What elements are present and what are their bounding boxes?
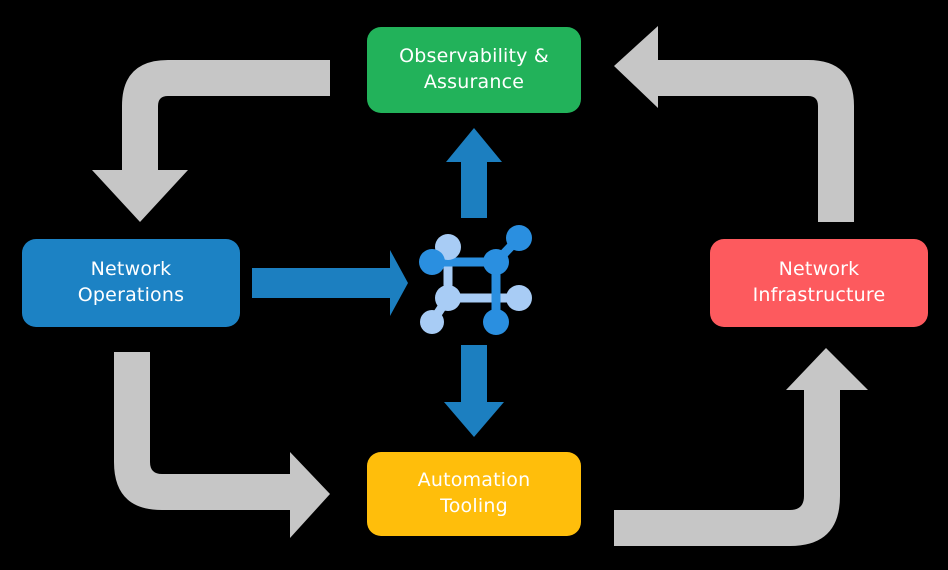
- icon-node-dark-top-right: [506, 225, 532, 251]
- icon-node-dark-hub: [483, 249, 509, 275]
- node-automation-tooling[interactable]: Automation Tooling: [367, 452, 581, 536]
- node-network-infrastructure-label: Network Infrastructure: [752, 258, 886, 306]
- network-icon-group: [419, 225, 532, 335]
- icon-node-light-bottom-left: [420, 310, 444, 334]
- arrow-observability-to-operations: [92, 60, 330, 222]
- arrow-center-to-observability: [446, 128, 502, 218]
- icon-node-light-center-bottom: [435, 285, 461, 311]
- arrow-center-to-automation: [444, 345, 504, 437]
- arrow-operations-to-center: [252, 250, 408, 316]
- node-observability-assurance[interactable]: Observability & Assurance: [367, 27, 581, 113]
- node-network-operations[interactable]: Network Operations: [22, 239, 240, 327]
- node-network-infrastructure[interactable]: Network Infrastructure: [710, 239, 928, 327]
- arrow-infrastructure-to-observability: [614, 26, 854, 222]
- arrow-automation-to-infrastructure: [614, 348, 868, 546]
- node-automation-tooling-label: Automation Tooling: [417, 469, 531, 517]
- icon-edge-light-diagonal: [427, 293, 453, 327]
- node-network-operations-label: Network Operations: [77, 258, 185, 306]
- node-observability-assurance-label: Observability & Assurance: [399, 45, 549, 93]
- icon-node-dark-left: [419, 249, 445, 275]
- icon-edge-dark-diagonal: [491, 233, 524, 267]
- icon-node-light-top: [435, 234, 461, 260]
- icon-node-light-right: [506, 285, 532, 311]
- arrow-operations-to-automation: [114, 352, 330, 538]
- icon-node-dark-bottom: [483, 309, 509, 335]
